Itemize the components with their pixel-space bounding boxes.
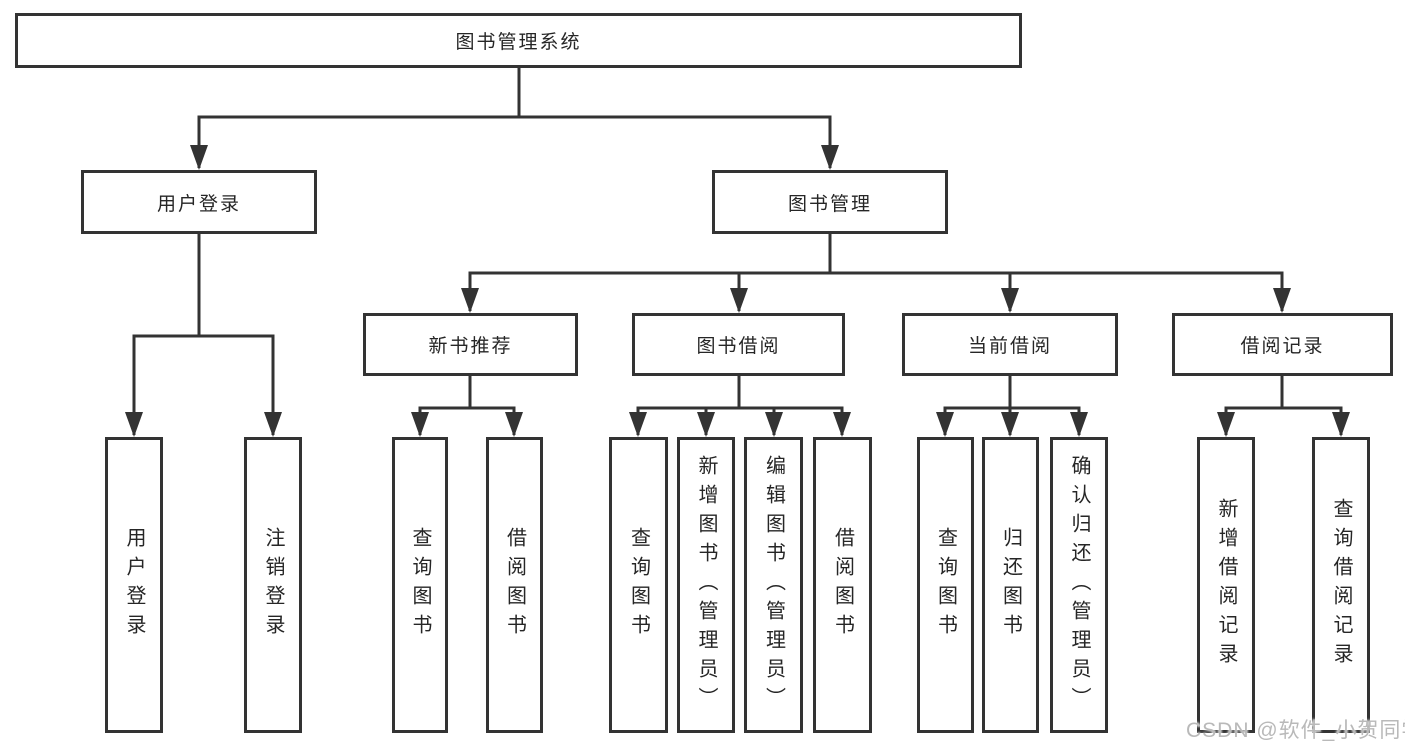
arrow-down-icon (936, 412, 954, 437)
arrowhead-icons (125, 145, 1350, 437)
leaf-user-login: 用户登录 (105, 437, 163, 733)
connector-mgmt-to-level3 (468, 234, 1284, 311)
leaf-query-borrow-record: 查询借阅记录 (1312, 437, 1370, 733)
leaf-confirm-return-admin: 确认归还（管理员） (1050, 437, 1108, 733)
arrow-down-icon (821, 145, 839, 170)
arrow-down-icon (1217, 412, 1235, 437)
arrow-down-icon (190, 145, 208, 170)
node-book-management: 图书管理 (712, 170, 948, 234)
node-borrowing-records: 借阅记录 (1172, 313, 1393, 376)
arrow-down-icon (1001, 288, 1019, 313)
arrow-down-icon (505, 412, 523, 437)
connector-records-to-leaves (1224, 376, 1343, 435)
arrow-down-icon (833, 412, 851, 437)
arrow-down-icon (125, 412, 143, 437)
connector-paths (132, 68, 1343, 435)
arrow-down-icon (264, 412, 282, 437)
leaf-borrow-books-borrowing: 借阅图书 (813, 437, 872, 733)
leaf-borrow-books-recommend: 借阅图书 (486, 437, 543, 733)
node-user-login: 用户登录 (81, 170, 317, 234)
connector-borrow-to-leaves (636, 376, 844, 435)
arrow-down-icon (1332, 412, 1350, 437)
node-library-system: 图书管理系统 (15, 13, 1022, 68)
leaf-query-books-borrowing: 查询图书 (609, 437, 668, 733)
connector-recommend-to-leaves (418, 376, 516, 435)
arrow-down-icon (629, 412, 647, 437)
arrow-down-icon (411, 412, 429, 437)
connector-login-to-leaves (132, 234, 275, 435)
node-book-borrowing: 图书借阅 (632, 313, 845, 376)
csdn-watermark: CSDN @软件_小贺同学 (1186, 719, 1405, 742)
arrow-down-icon (697, 412, 715, 437)
node-new-book-recommendation: 新书推荐 (363, 313, 578, 376)
arrow-down-icon (730, 288, 748, 313)
arrow-down-icon (1070, 412, 1088, 437)
leaf-add-borrow-record: 新增借阅记录 (1197, 437, 1255, 733)
connector-root-to-level2 (197, 68, 832, 168)
leaf-edit-book-admin: 编辑图书（管理员） (744, 437, 803, 733)
leaf-logout: 注销登录 (244, 437, 302, 733)
leaf-query-books-current: 查询图书 (917, 437, 974, 733)
leaf-add-book-admin: 新增图书（管理员） (677, 437, 735, 733)
arrow-down-icon (461, 288, 479, 313)
leaf-return-book: 归还图书 (982, 437, 1039, 733)
arrow-down-icon (1001, 412, 1019, 437)
leaf-query-books-recommend: 查询图书 (392, 437, 448, 733)
node-current-borrowing: 当前借阅 (902, 313, 1118, 376)
arrow-down-icon (765, 412, 783, 437)
arrow-down-icon (1273, 288, 1291, 313)
